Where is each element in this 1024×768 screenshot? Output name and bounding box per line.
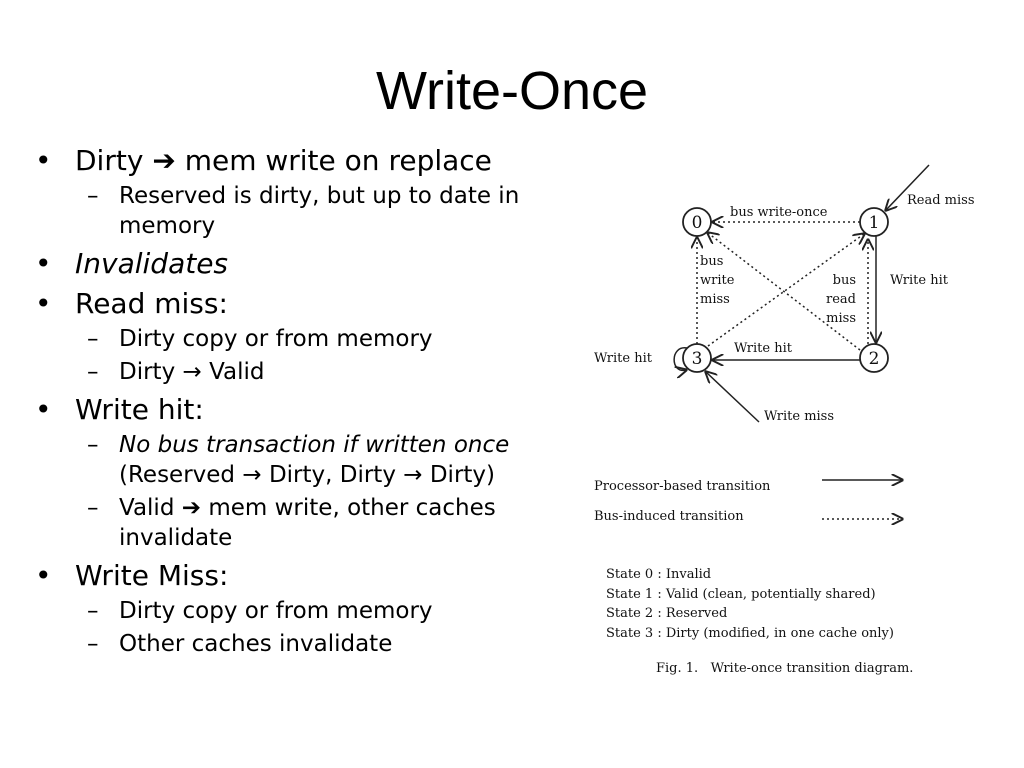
sub-bullet-text: Dirty copy or from memory (119, 326, 433, 352)
bullet-read-miss: • Read miss: (32, 287, 552, 321)
sub-bullet-valid-write: – Valid ➔ mem write, other caches invali… (32, 493, 552, 553)
state-3-label: 3 (692, 349, 703, 369)
sub-bullet-text: No bus transaction if written once (119, 432, 510, 458)
write-hit-left-label: Write hit (594, 351, 653, 366)
slide-title: Write-Once (375, 61, 649, 121)
bus-write-miss-label-1: bus (700, 254, 723, 269)
bullet-write-miss: • Write Miss: (32, 559, 552, 593)
read-miss-label: Read miss (907, 193, 975, 208)
state-2-description: State 2 : Reserved (606, 606, 727, 621)
dash-mark: – (87, 326, 99, 352)
bus-read-miss-label-2: read (826, 292, 856, 307)
bus-read-3-to-1-arrow (707, 234, 864, 347)
arrow-icon: → (182, 359, 202, 385)
state-1-node: 1 (859, 207, 889, 237)
dash-mark: – (87, 598, 99, 624)
state-3-description: State 3 : Dirty (modified, in one cache … (606, 626, 894, 641)
bullet-dirty: • Dirty ➔ mem write on replace (32, 144, 552, 178)
bullet-text: Write hit: (75, 393, 204, 426)
bullet-list: • Dirty ➔ mem write on replace – Reserve… (32, 138, 552, 659)
state-2-node: 2 (859, 343, 889, 373)
sub-bullet-text: Dirty (119, 359, 176, 385)
bullet-write-hit: • Write hit: (32, 393, 552, 427)
bus-write-miss-label-3: miss (700, 292, 730, 307)
bus-write-once-label: bus write-once (730, 205, 828, 220)
bullet-dot: • (35, 287, 52, 320)
write-hit-right-label: Write hit (890, 273, 949, 288)
sub-bullet-text: Other caches invalidate (119, 631, 393, 657)
bus-write-miss-label-2: write (700, 273, 735, 288)
state-0-node: 0 (682, 207, 712, 237)
sub-bullet-dirty-copy-2: – Dirty copy or from memory (32, 596, 552, 626)
arrow-icon: → (242, 462, 262, 488)
dash-mark: – (87, 359, 99, 385)
legend-bus-label: Bus-induced transition (594, 509, 744, 524)
sub-bullet-other-caches: – Other caches invalidate (32, 629, 552, 659)
arrow-icon: ➔ (181, 495, 202, 521)
bullet-text: Invalidates (75, 247, 229, 280)
sub-bullet-dirty-valid: – Dirty → Valid (32, 357, 552, 387)
write-hit-self-loop (673, 347, 687, 371)
bullet-dot: • (35, 393, 52, 426)
bullet-text: Read miss: (75, 287, 228, 320)
write-hit-bottom-label: Write hit (734, 341, 793, 356)
sub-bullet-text: Valid (209, 359, 265, 385)
write-once-figure: 0 1 2 3 bus write-once Read miss Write h… (594, 164, 975, 676)
sub-bullet-text: Dirty, Dirty (268, 462, 396, 488)
sub-bullet-text: Dirty) (429, 462, 496, 488)
sub-bullet-text: Dirty copy or from memory (119, 598, 433, 624)
state-2-label: 2 (869, 349, 880, 369)
sub-bullet-text: Valid (119, 495, 175, 521)
bullet-invalidates: • Invalidates (32, 247, 552, 281)
dash-mark: – (87, 183, 99, 209)
dash-mark: – (87, 631, 99, 657)
arrow-icon: → (403, 462, 423, 488)
bus-invalidate-arrow (708, 233, 861, 351)
sub-bullet-dirty-copy: – Dirty copy or from memory (32, 324, 552, 354)
sub-bullet-reserved: – Reserved is dirty, but up to date in m… (32, 181, 552, 241)
bullet-text: mem write on replace (184, 144, 492, 177)
write-miss-label: Write miss (764, 409, 834, 424)
dash-mark: – (87, 495, 99, 521)
bus-read-miss-label-3: miss (826, 311, 856, 326)
write-miss-arrow (706, 372, 760, 423)
dash-mark: – (87, 432, 99, 458)
bullet-dot: • (35, 247, 52, 280)
state-0-description: State 0 : Invalid (606, 567, 711, 582)
arrow-icon: ➔ (152, 144, 176, 177)
sub-bullet-text: mem write, other caches invalidate (119, 495, 496, 551)
legend-processor-label: Processor-based transition (594, 479, 771, 494)
bus-read-miss-label-1: bus (833, 273, 856, 288)
figure-caption: Fig. 1. Write-once transition diagram. (656, 661, 913, 676)
bullet-dot: • (35, 144, 52, 177)
bullet-dot: • (35, 559, 52, 592)
state-1-description: State 1 : Valid (clean, potentially shar… (606, 587, 876, 602)
sub-bullet-no-bus: – No bus transaction if written once (Re… (32, 430, 552, 490)
state-0-label: 0 (692, 213, 703, 233)
state-1-label: 1 (869, 213, 880, 233)
read-miss-arrow (886, 164, 930, 210)
bullet-text: Dirty (75, 144, 144, 177)
sub-bullet-text: (Reserved (119, 462, 236, 488)
sub-bullet-text: Reserved is dirty, but up to date in mem… (119, 183, 520, 239)
state-3-node: 3 (682, 343, 712, 373)
bullet-text: Write Miss: (75, 559, 229, 592)
